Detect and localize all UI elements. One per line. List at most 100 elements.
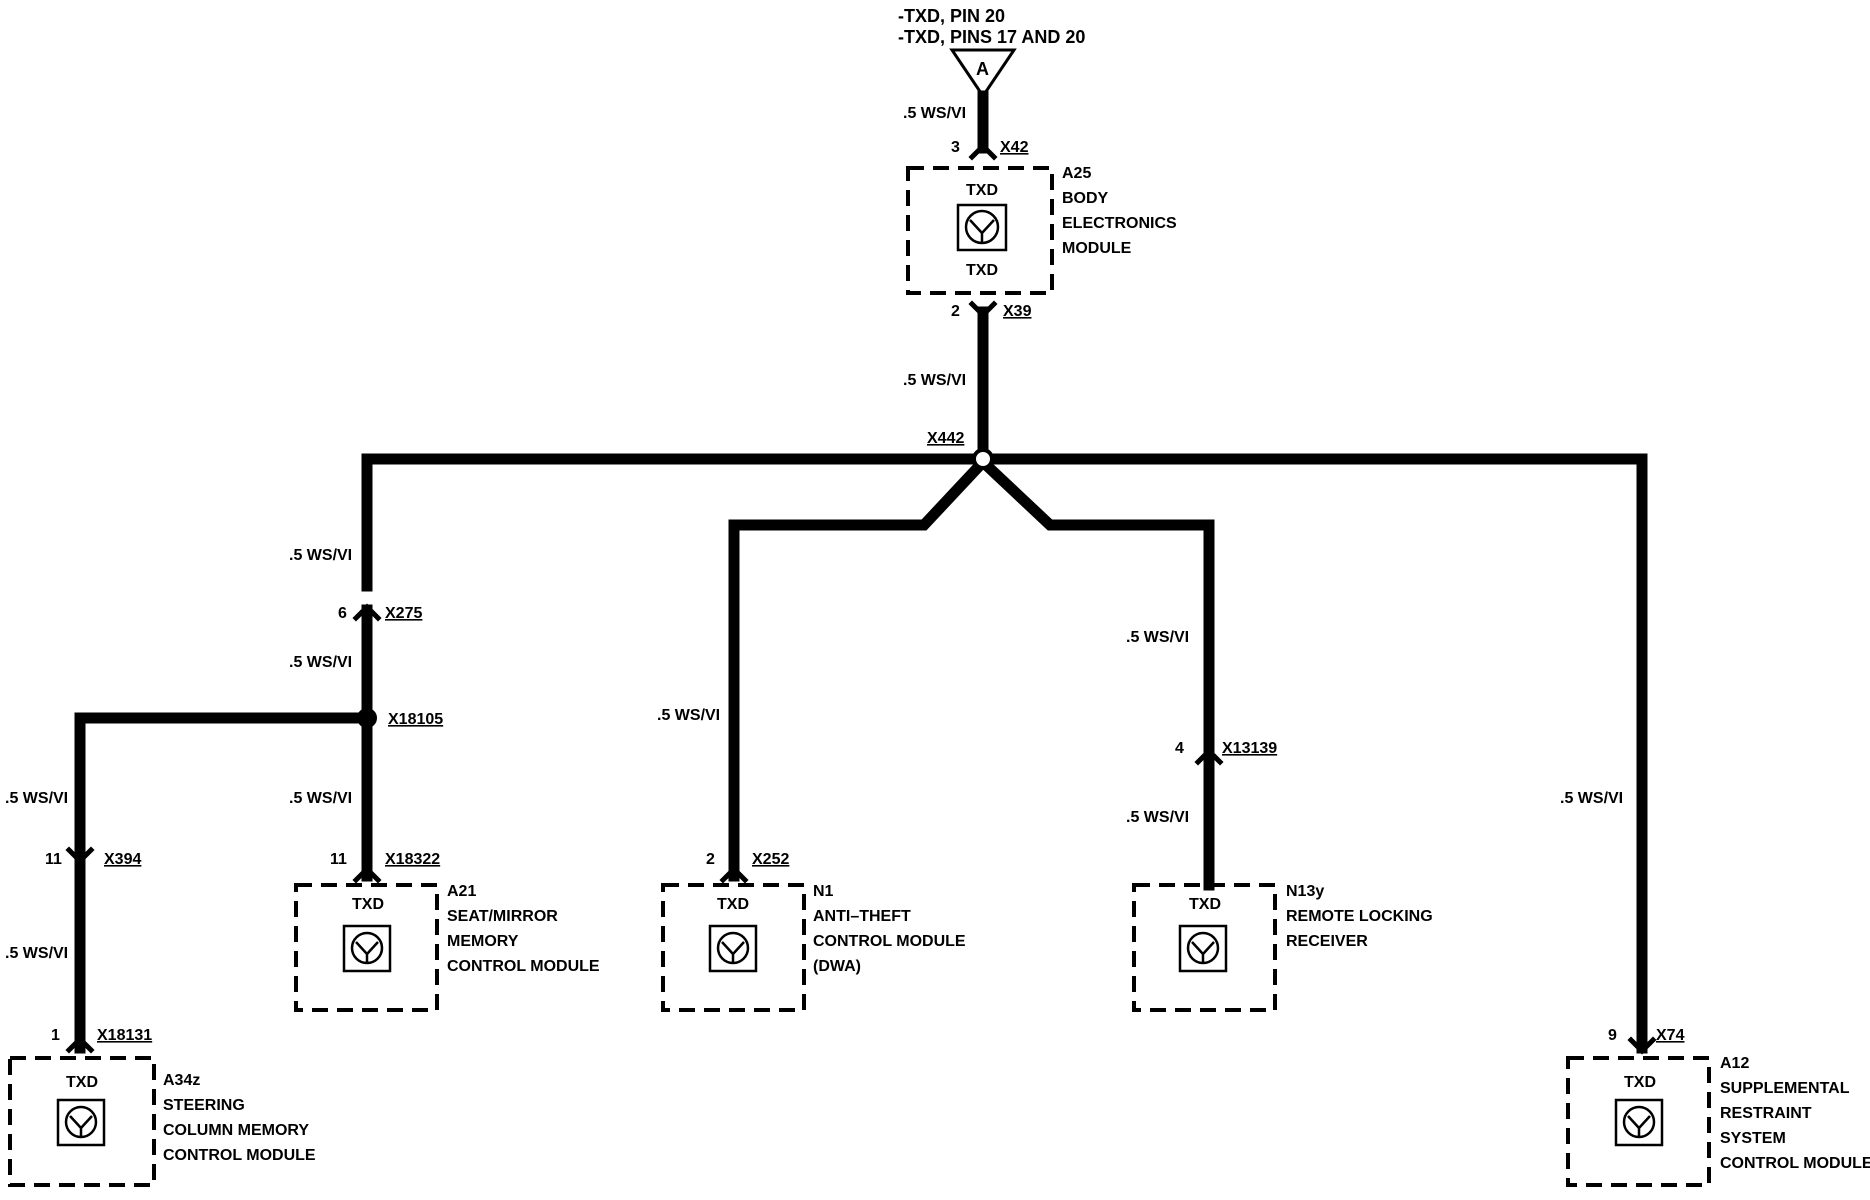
module-a12-box xyxy=(1566,1056,1711,1187)
connector-a-symbol: A xyxy=(949,48,1017,99)
wire-label-n13y-upper: .5 WS/VI xyxy=(1126,629,1189,646)
connector-x252-icon xyxy=(719,865,749,884)
module-a34z-name-3: CONTROL MODULE xyxy=(163,1147,316,1164)
module-n1-name-1: ANTI–THEFT xyxy=(813,908,911,925)
module-a34z-signal: TXD xyxy=(66,1074,98,1091)
pin-x13139: 4 xyxy=(1175,740,1184,757)
splice-x442 xyxy=(972,448,994,470)
module-a25-box xyxy=(906,166,1054,295)
splice-id-x18105: X18105 xyxy=(388,711,443,728)
module-a34z: TXD A34z STEERING COLUMN MEMORY CONTROL … xyxy=(8,1056,316,1187)
module-a25-signal-top: TXD xyxy=(966,182,998,199)
connector-x13139-icon xyxy=(1194,747,1224,766)
module-a21-id: A21 xyxy=(447,883,476,900)
module-a21-name-2: MEMORY xyxy=(447,933,519,950)
connector-id-x18322: X18322 xyxy=(385,851,440,868)
module-a25-name-2: ELECTRONICS xyxy=(1062,215,1177,232)
splice-x18105 xyxy=(357,708,377,728)
wire-label-a34z-upper: .5 WS/VI xyxy=(5,790,68,807)
connector-x394-icon xyxy=(65,846,95,865)
module-n13y-id: N13y xyxy=(1286,883,1324,900)
pin-x275: 6 xyxy=(338,605,347,622)
module-n13y: TXD N13y REMOTE LOCKING RECEIVER xyxy=(1132,883,1433,1012)
connector-x18322-icon xyxy=(352,865,382,884)
module-n1-id: N1 xyxy=(813,883,834,900)
module-a34z-box xyxy=(8,1056,156,1187)
module-a12-name-3: SYSTEM xyxy=(1720,1130,1786,1147)
wires xyxy=(74,90,1648,1054)
module-n13y-name-1: REMOTE LOCKING xyxy=(1286,908,1433,925)
module-n1-signal: TXD xyxy=(717,896,749,913)
module-a25-id: A25 xyxy=(1062,165,1091,182)
module-a12-signal: TXD xyxy=(1624,1074,1656,1091)
module-a12-id: A12 xyxy=(1720,1055,1749,1072)
module-a12-name-4: CONTROL MODULE xyxy=(1720,1155,1870,1172)
wire-label-trunk: .5 WS/VI xyxy=(903,372,966,389)
connector-id-x42: X42 xyxy=(1000,139,1029,156)
wire-main-bus xyxy=(361,453,1648,1054)
pin-x74: 9 xyxy=(1608,1027,1617,1044)
pin-a25-top: 3 xyxy=(951,139,960,156)
module-n1-symbol-icon xyxy=(708,924,758,973)
module-a25-name-1: BODY xyxy=(1062,190,1109,207)
module-a21-box xyxy=(294,883,439,1012)
wire-to-n13y xyxy=(975,454,1215,891)
connector-x18131-icon xyxy=(65,1035,95,1054)
pin-a25-bottom: 2 xyxy=(951,303,960,320)
pin-x252: 2 xyxy=(706,851,715,868)
module-n1: TXD N1 ANTI–THEFT CONTROL MODULE (DWA) xyxy=(661,883,966,1012)
module-a25-name-3: MODULE xyxy=(1062,240,1132,257)
module-a25-symbol-icon xyxy=(956,203,1008,252)
wire-label-a12: .5 WS/VI xyxy=(1560,790,1623,807)
module-a12-name-1: SUPPLEMENTAL xyxy=(1720,1080,1850,1097)
connector-id-x18131: X18131 xyxy=(97,1027,152,1044)
pin-connectors xyxy=(65,142,1657,1055)
module-n13y-name-2: RECEIVER xyxy=(1286,933,1368,950)
pin-x18131: 1 xyxy=(51,1027,60,1044)
connector-a-letter: A xyxy=(976,59,989,79)
connector-x74-icon xyxy=(1627,1036,1657,1055)
module-a25-signal-bottom: TXD xyxy=(966,262,998,279)
module-n13y-symbol-icon xyxy=(1178,924,1228,973)
wire-label-top: .5 WS/VI xyxy=(903,105,966,122)
pin-labels: 3 X42 2 X39 X442 6 X275 X18105 11 X394 1… xyxy=(45,139,1685,1044)
module-n1-name-3: (DWA) xyxy=(813,958,861,975)
header-line-2: -TXD, PINS 17 AND 20 xyxy=(898,27,1085,47)
wire-label-a34z-lower: .5 WS/VI xyxy=(5,945,68,962)
module-n1-name-2: CONTROL MODULE xyxy=(813,933,966,950)
connector-x275-icon xyxy=(352,603,382,622)
connector-x39-icon xyxy=(968,300,998,319)
connector-id-x39: X39 xyxy=(1003,303,1032,320)
module-a34z-name-1: STEERING xyxy=(163,1097,245,1114)
module-a21-name-1: SEAT/MIRROR xyxy=(447,908,558,925)
module-a25: TXD TXD A25 BODY ELECTRONICS MODULE xyxy=(906,165,1177,295)
module-a34z-name-2: COLUMN MEMORY xyxy=(163,1122,309,1139)
connector-id-x13139: X13139 xyxy=(1222,740,1277,757)
wire-label-left-upper: .5 WS/VI xyxy=(289,547,352,564)
module-a34z-symbol-icon xyxy=(56,1098,106,1147)
pin-x18322: 11 xyxy=(330,851,347,868)
module-a12-symbol-icon xyxy=(1614,1098,1664,1147)
pin-x394: 11 xyxy=(45,851,62,868)
wire-label-a21: .5 WS/VI xyxy=(289,790,352,807)
module-a12: TXD A12 SUPPLEMENTAL RESTRAINT SYSTEM CO… xyxy=(1566,1055,1870,1187)
wire-labels: .5 WS/VI .5 WS/VI .5 WS/VI .5 WS/VI .5 W… xyxy=(5,105,1623,962)
module-a12-name-2: RESTRAINT xyxy=(1720,1105,1812,1122)
header-line-1: -TXD, PIN 20 xyxy=(898,6,1005,26)
module-n13y-box xyxy=(1132,883,1277,1012)
wire-label-n1: .5 WS/VI xyxy=(657,707,720,724)
module-a21-symbol-icon xyxy=(342,924,392,973)
connector-id-x394: X394 xyxy=(104,851,141,868)
wire-to-n1 xyxy=(728,454,991,882)
connector-id-x252: X252 xyxy=(752,851,789,868)
module-a34z-id: A34z xyxy=(163,1072,200,1089)
connector-id-x74: X74 xyxy=(1656,1027,1685,1044)
module-a21: TXD A21 SEAT/MIRROR MEMORY CONTROL MODUL… xyxy=(294,883,600,1012)
module-a21-name-3: CONTROL MODULE xyxy=(447,958,600,975)
module-n1-box xyxy=(661,883,806,1012)
wire-label-left-mid: .5 WS/VI xyxy=(289,654,352,671)
module-n13y-signal: TXD xyxy=(1189,896,1221,913)
splice-id-x442: X442 xyxy=(927,430,964,447)
connector-x42-icon xyxy=(968,142,998,161)
